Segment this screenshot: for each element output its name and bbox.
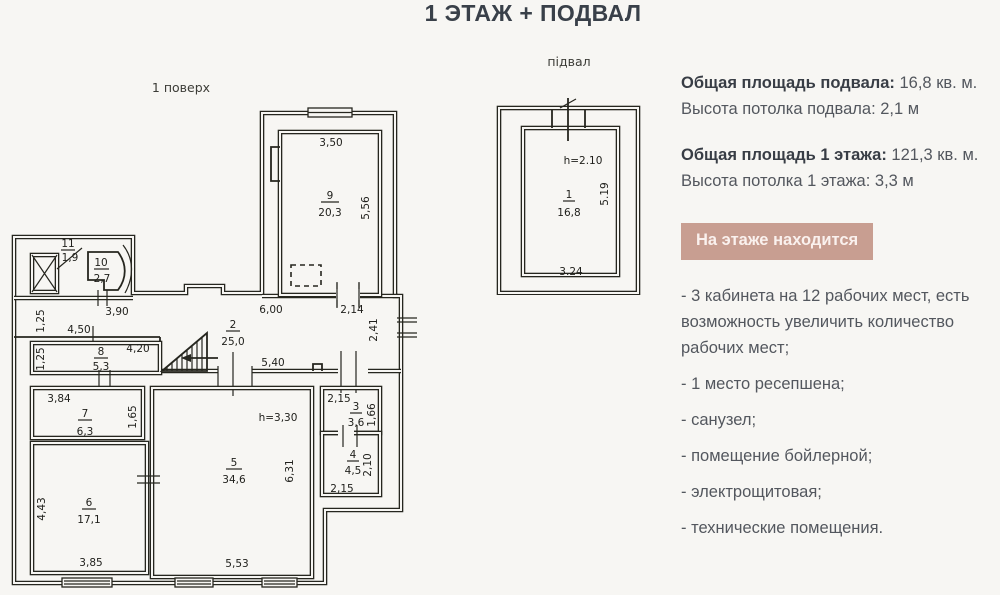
room5-ceiling-height: h=3,30 bbox=[259, 412, 298, 424]
basement-ceiling-height: h=2.10 bbox=[564, 155, 603, 167]
basement-area-label: Общая площадь подвала: bbox=[681, 74, 895, 92]
dim-label: 2,10 bbox=[362, 453, 374, 476]
basement-height-line: Высота потолка подвала: 2,1 м bbox=[681, 99, 920, 118]
dim-label: 2,15 bbox=[330, 483, 353, 495]
first-floor-label: 1 поверх bbox=[152, 80, 210, 95]
dim-label: 3,84 bbox=[47, 393, 71, 405]
shaft-symbol bbox=[290, 264, 322, 287]
room8-area: 5,3 bbox=[93, 361, 110, 373]
basement-area-value: 16,8 кв. м. bbox=[894, 74, 978, 92]
basement-plan: підвал h=2.10 1 16,8 5.19 3.24 bbox=[496, 54, 641, 295]
dim-label: 4,50 bbox=[67, 324, 90, 336]
dim-label: 4,43 bbox=[36, 497, 48, 520]
feature-item: - электрощитовая; bbox=[681, 483, 822, 502]
feature-item: - 1 место ресепшена; bbox=[681, 375, 845, 393]
dim-label: 4,20 bbox=[126, 343, 149, 355]
basement-room-number: 1 bbox=[566, 189, 573, 201]
room11-number: 11 bbox=[61, 238, 74, 250]
room9-area: 20,3 bbox=[318, 207, 341, 219]
bottom-windows bbox=[61, 577, 298, 588]
info-column: Общая площадь подвала: 16,8 кв. м. Высот… bbox=[681, 71, 983, 551]
room2-area: 25,0 bbox=[221, 336, 244, 348]
dim-label: 5,56 bbox=[360, 196, 372, 220]
room5-number: 5 bbox=[231, 457, 238, 469]
dim-label: 5,53 bbox=[225, 558, 248, 570]
dim-label: 5,40 bbox=[261, 357, 284, 369]
dim-label: 1,65 bbox=[127, 405, 139, 428]
dim-label: 1,25 bbox=[35, 309, 47, 332]
basement-label: підвал bbox=[547, 54, 590, 69]
room11-leader-line bbox=[56, 247, 83, 270]
room11-area: 1,9 bbox=[62, 252, 79, 264]
room3-number: 3 bbox=[353, 401, 360, 413]
feature-item: - технические помещения. bbox=[681, 519, 884, 538]
page-title: 1 ЭТАЖ + ПОДВАЛ bbox=[424, 0, 642, 26]
dim-label: 1,66 bbox=[366, 403, 378, 427]
elevator-shaft bbox=[29, 252, 60, 295]
basement-walls bbox=[496, 98, 641, 295]
room10-area: 2,7 bbox=[94, 273, 111, 285]
room-boxes bbox=[29, 385, 383, 580]
room9-number: 9 bbox=[327, 190, 334, 202]
room5-area: 34,6 bbox=[222, 474, 246, 486]
dim-label: 1,25 bbox=[35, 347, 47, 370]
dim-label: 2,41 bbox=[368, 318, 380, 341]
room-9-walls bbox=[270, 107, 383, 298]
basement-area-line: Общая площадь подвала: 16,8 кв. м. bbox=[681, 71, 983, 97]
dim-label: 3,50 bbox=[319, 137, 342, 149]
dim-label: 6,31 bbox=[284, 459, 296, 482]
feature-item: - санузел; bbox=[681, 411, 757, 430]
feature-item: - 3 кабинета на 12 рабочих мест, есть во… bbox=[681, 286, 970, 357]
floor-height-line: Высота потолка 1 этажа: 3,3 м bbox=[681, 171, 914, 190]
room7-area: 6,3 bbox=[77, 426, 94, 438]
room10-number: 10 bbox=[94, 257, 107, 269]
stair-direction-arrow bbox=[181, 354, 191, 362]
first-floor-plan: 1 поверх bbox=[11, 80, 417, 588]
floor-contents-badge: На этаже находится bbox=[681, 223, 874, 260]
room2-number: 2 bbox=[230, 319, 237, 331]
room4-area: 4,5 bbox=[345, 465, 362, 477]
staircase bbox=[159, 331, 218, 372]
dim-label: 3,90 bbox=[105, 306, 128, 318]
dim-label: 2,15 bbox=[327, 393, 350, 405]
room3-area: 3,6 bbox=[348, 417, 365, 429]
room7-number: 7 bbox=[82, 408, 89, 420]
dim-label: 6,00 bbox=[259, 304, 282, 316]
dim-label: 3,85 bbox=[79, 557, 102, 569]
feature-item: - помещение бойлерной; bbox=[681, 447, 873, 466]
floor-area-label: Общая площадь 1 этажа: bbox=[681, 146, 887, 165]
right-wall-opening bbox=[397, 317, 417, 338]
room6-area: 17,1 bbox=[77, 514, 100, 526]
floor-area-value: 121,3 кв. м. bbox=[886, 146, 979, 165]
floor-area-line: Общая площадь 1 этажа: 121,3 кв. м. bbox=[681, 143, 983, 169]
room6-number: 6 bbox=[86, 497, 93, 509]
room8-number: 8 bbox=[98, 346, 105, 358]
dim-label: 5.19 bbox=[599, 182, 611, 205]
basement-room-area: 16,8 bbox=[557, 207, 580, 219]
left-strip-walls bbox=[14, 326, 163, 388]
room-10-outline bbox=[87, 244, 133, 306]
room4-number: 4 bbox=[350, 449, 357, 461]
room9-door-ticks bbox=[336, 283, 360, 307]
dim-label: 3.24 bbox=[559, 266, 583, 278]
room9-door-gap bbox=[336, 289, 360, 300]
features-list: - 3 кабинета на 12 рабочих мест, есть во… bbox=[681, 283, 983, 542]
dim-label: 2,14 bbox=[340, 304, 364, 316]
